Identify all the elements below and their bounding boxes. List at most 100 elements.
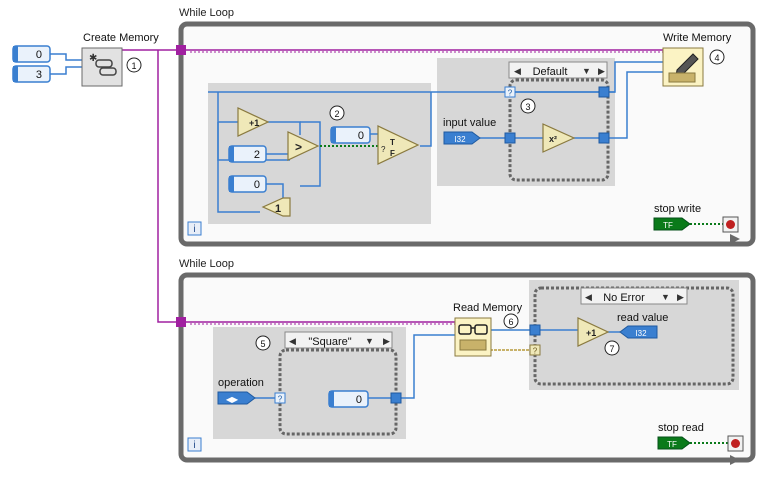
- loop-condition-arrow: [730, 234, 740, 244]
- loop-condition-arrow: [730, 455, 740, 465]
- loop-tunnel: [176, 317, 186, 327]
- create-memory-node[interactable]: ✱: [81, 47, 123, 87]
- svg-text:i: i: [193, 224, 195, 235]
- case-dropdown-icon[interactable]: ▼: [661, 292, 670, 302]
- svg-text:TF: TF: [667, 440, 677, 449]
- stop-condition-terminal[interactable]: [722, 216, 739, 233]
- increment-case-icon[interactable]: ▶: [598, 66, 605, 76]
- operation-control[interactable]: ◀▶: [217, 391, 256, 405]
- svg-text:i: i: [193, 440, 195, 451]
- increment-function[interactable]: +1: [577, 317, 610, 347]
- glasses-icon: [458, 324, 488, 351]
- read-memory-node[interactable]: [454, 317, 492, 357]
- svg-text:1: 1: [131, 61, 136, 71]
- svg-text:5: 5: [260, 339, 265, 349]
- input-value-control[interactable]: I32: [443, 131, 481, 145]
- svg-text:?: ?: [533, 347, 538, 356]
- case-dropdown-icon[interactable]: ▼: [582, 66, 591, 76]
- case-selector-terminal: ? ? ?: [274, 86, 541, 404]
- svg-text:?: ?: [381, 145, 386, 154]
- select-function[interactable]: T F ?: [377, 125, 420, 165]
- callout-6: 6: [503, 313, 519, 329]
- svg-text:?: ?: [508, 89, 513, 98]
- svg-text:0: 0: [36, 49, 42, 61]
- create-link-icon: ✱: [89, 53, 117, 76]
- svg-text:TF: TF: [663, 221, 673, 230]
- decrement-case-icon[interactable]: ◀: [289, 336, 296, 346]
- iteration-terminal: i: [187, 221, 202, 236]
- iteration-terminal: i: [187, 437, 202, 452]
- svg-text:0: 0: [254, 179, 260, 191]
- numeric-constant[interactable]: 3: [12, 65, 51, 83]
- callout-7: 7: [604, 340, 620, 356]
- read-value-label: read value: [617, 312, 668, 324]
- svg-text:I32: I32: [635, 329, 647, 338]
- numeric-constant[interactable]: 0: [328, 390, 369, 408]
- case-selector-write[interactable]: ◀ ▶ Default ▼: [508, 61, 608, 79]
- svg-text:2: 2: [334, 109, 339, 119]
- case-frame-write[interactable]: [508, 78, 610, 182]
- while-loop-write-label: While Loop: [179, 7, 234, 19]
- svg-text:3: 3: [525, 102, 530, 112]
- svg-text:6: 6: [508, 317, 513, 327]
- pencil-icon: [668, 53, 699, 83]
- increment-case-icon[interactable]: ▶: [383, 336, 390, 346]
- write-memory-label: Write Memory: [663, 32, 732, 44]
- svg-text:1: 1: [275, 203, 281, 215]
- case-frame-read[interactable]: [278, 348, 398, 436]
- svg-text:?: ?: [278, 395, 283, 404]
- svg-text:x²: x²: [549, 134, 557, 144]
- svg-text:7: 7: [609, 344, 614, 354]
- write-memory-node[interactable]: [662, 47, 704, 87]
- loop-tunnel: [176, 45, 186, 55]
- operation-label: operation: [218, 377, 264, 389]
- while-loop-read-label: While Loop: [179, 258, 234, 270]
- callout-1: 1: [126, 57, 142, 73]
- stop-condition-terminal[interactable]: [727, 435, 744, 452]
- stop-read-control[interactable]: TF: [657, 436, 691, 450]
- numeric-constant[interactable]: 0: [330, 126, 371, 144]
- numeric-constant[interactable]: 2: [228, 145, 267, 163]
- enum-arrows-icon: ◀▶: [226, 395, 239, 404]
- svg-text:T: T: [390, 138, 395, 147]
- callout-4: 4: [709, 49, 725, 65]
- numeric-constant[interactable]: 0: [12, 45, 51, 63]
- case-selector-error[interactable]: ◀ ▶ No Error ▼: [580, 287, 688, 305]
- input-value-label: input value: [443, 117, 496, 129]
- svg-text:0: 0: [356, 394, 362, 406]
- case-dropdown-icon[interactable]: ▼: [365, 336, 374, 346]
- stop-write-label: stop write: [654, 203, 701, 215]
- square-function[interactable]: x²: [542, 123, 576, 153]
- greater-than-function[interactable]: >: [287, 131, 320, 161]
- feedback-node[interactable]: 1: [261, 197, 291, 217]
- reference-wire-dots: [190, 51, 663, 325]
- svg-text:>: >: [295, 140, 302, 154]
- decrement-case-icon[interactable]: ◀: [585, 292, 592, 302]
- read-value-indicator[interactable]: I32: [619, 325, 658, 339]
- svg-text:+1: +1: [249, 118, 259, 128]
- svg-text:No Error: No Error: [603, 292, 645, 304]
- svg-text:"Square": "Square": [308, 336, 351, 348]
- stop-read-label: stop read: [658, 422, 704, 434]
- numeric-constant[interactable]: 0: [228, 175, 267, 193]
- svg-text:4: 4: [714, 53, 719, 63]
- stop-write-control[interactable]: TF: [653, 217, 691, 231]
- svg-text:F: F: [390, 149, 395, 158]
- read-memory-label: Read Memory: [453, 302, 523, 314]
- increment-function[interactable]: +1: [237, 107, 270, 137]
- case-tunnel: [390, 86, 610, 404]
- svg-text:2: 2: [254, 149, 260, 161]
- decrement-case-icon[interactable]: ◀: [514, 66, 521, 76]
- callout-2: 2: [329, 105, 345, 121]
- svg-text:I32: I32: [454, 135, 466, 144]
- callout-5: 5: [255, 335, 271, 351]
- svg-text:3: 3: [36, 69, 42, 81]
- svg-text:Default: Default: [533, 66, 568, 78]
- svg-text:✱: ✱: [89, 53, 97, 64]
- svg-text:+1: +1: [586, 328, 596, 338]
- increment-case-icon[interactable]: ▶: [677, 292, 684, 302]
- case-selector-read[interactable]: ◀ ▶ "Square" ▼: [284, 331, 393, 349]
- svg-text:0: 0: [358, 130, 364, 142]
- create-memory-label: Create Memory: [83, 32, 159, 44]
- callout-3: 3: [520, 98, 536, 114]
